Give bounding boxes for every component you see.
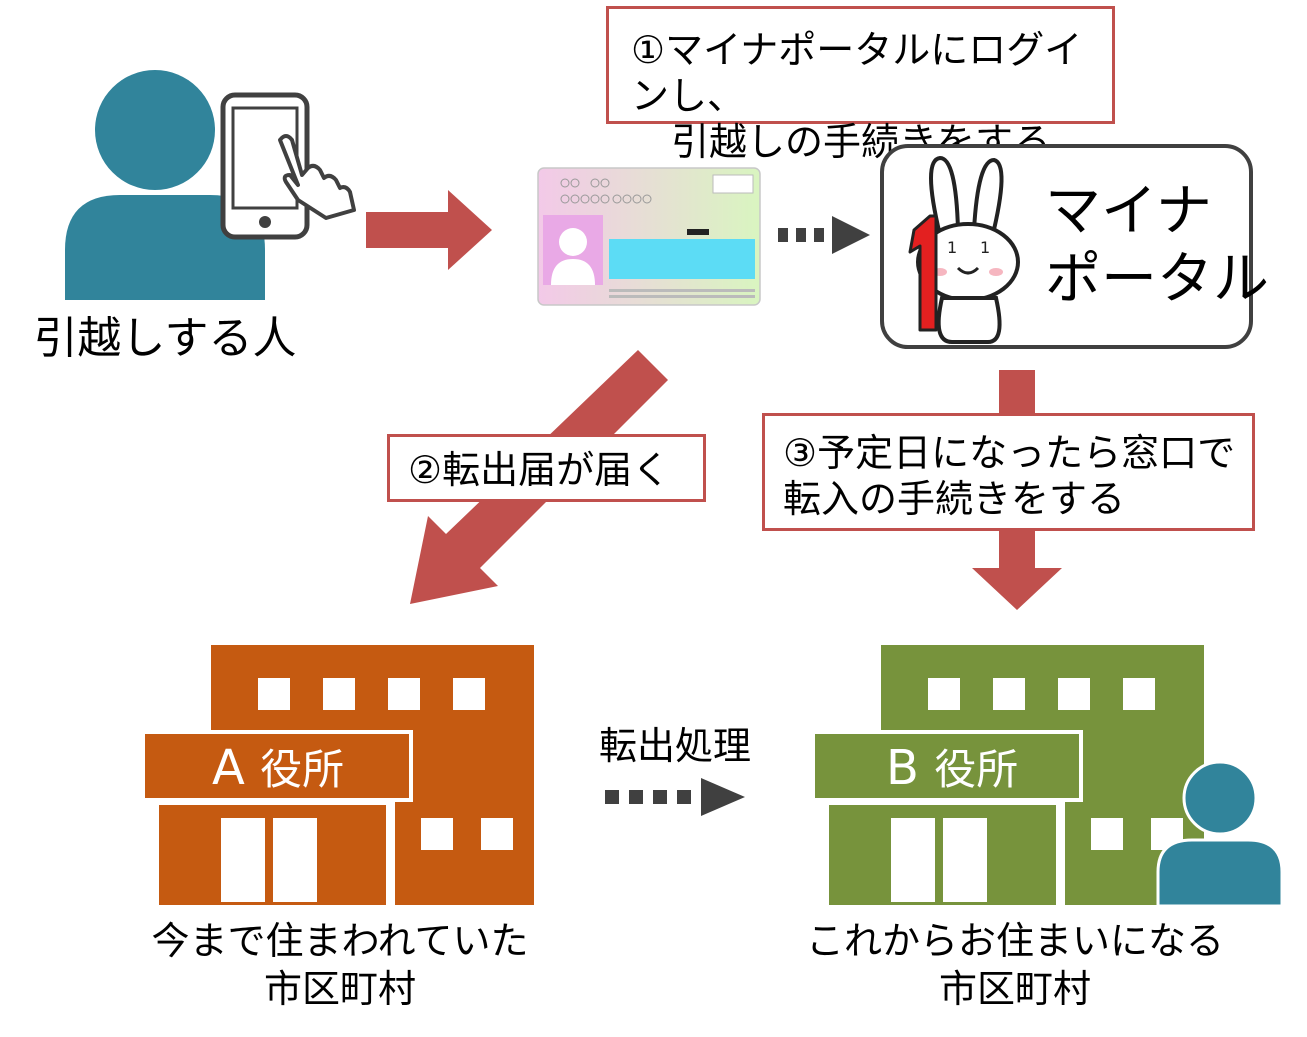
dotted-arrow-right bbox=[778, 216, 870, 254]
step3-line1: ③予定日になったら窓口で bbox=[783, 431, 1236, 475]
office-a-name: 役所 bbox=[260, 745, 345, 794]
transfer-label: 転出処理 bbox=[598, 724, 751, 768]
office-a-caption-line2: 市区町村 bbox=[263, 967, 416, 1011]
portal-title-line2: ポータル bbox=[1045, 247, 1269, 312]
office-b-label: B 役所 bbox=[886, 740, 1018, 798]
office-a-letter: A bbox=[212, 740, 245, 796]
step1-line1: ①マイナポータルにログインし、 bbox=[631, 28, 1083, 118]
portal-title-line1: マイナ bbox=[1045, 179, 1212, 244]
svg-text:1: 1 bbox=[980, 238, 990, 257]
svg-text:1: 1 bbox=[947, 238, 957, 257]
office-b-letter: B bbox=[886, 740, 919, 796]
person-label: 引越しする人 bbox=[33, 313, 297, 364]
staff-person-icon bbox=[1156, 760, 1284, 908]
person-icon bbox=[65, 70, 265, 300]
pointing-hand-icon bbox=[278, 134, 356, 220]
step3-line2: 転入の手続きをする bbox=[783, 477, 1126, 521]
dotted-arrow-transfer bbox=[605, 778, 745, 816]
my-number-card-icon bbox=[537, 167, 761, 306]
office-b-name: 役所 bbox=[934, 745, 1019, 794]
office-a-caption-line1: 今まで住まわれていた bbox=[151, 919, 529, 963]
step3-callout: ③予定日になったら窓口で 転入の手続きをする bbox=[762, 413, 1255, 531]
building-icon bbox=[811, 645, 1204, 905]
office-b-caption-line1: これからお住まいになる bbox=[805, 919, 1224, 963]
office-a-label: A 役所 bbox=[212, 740, 344, 798]
office-b-caption-line2: 市区町村 bbox=[938, 967, 1091, 1011]
arrow-right-red bbox=[366, 190, 492, 270]
building-icon bbox=[141, 645, 534, 905]
step2-callout: ②転出届が届く bbox=[387, 434, 706, 502]
rabbit-mascot-icon: 1 1 bbox=[908, 155, 1020, 344]
step1-callout: ①マイナポータルにログインし、 引越しの手続きをする bbox=[606, 6, 1115, 164]
step2-text: ②転出届が届く bbox=[408, 448, 671, 492]
